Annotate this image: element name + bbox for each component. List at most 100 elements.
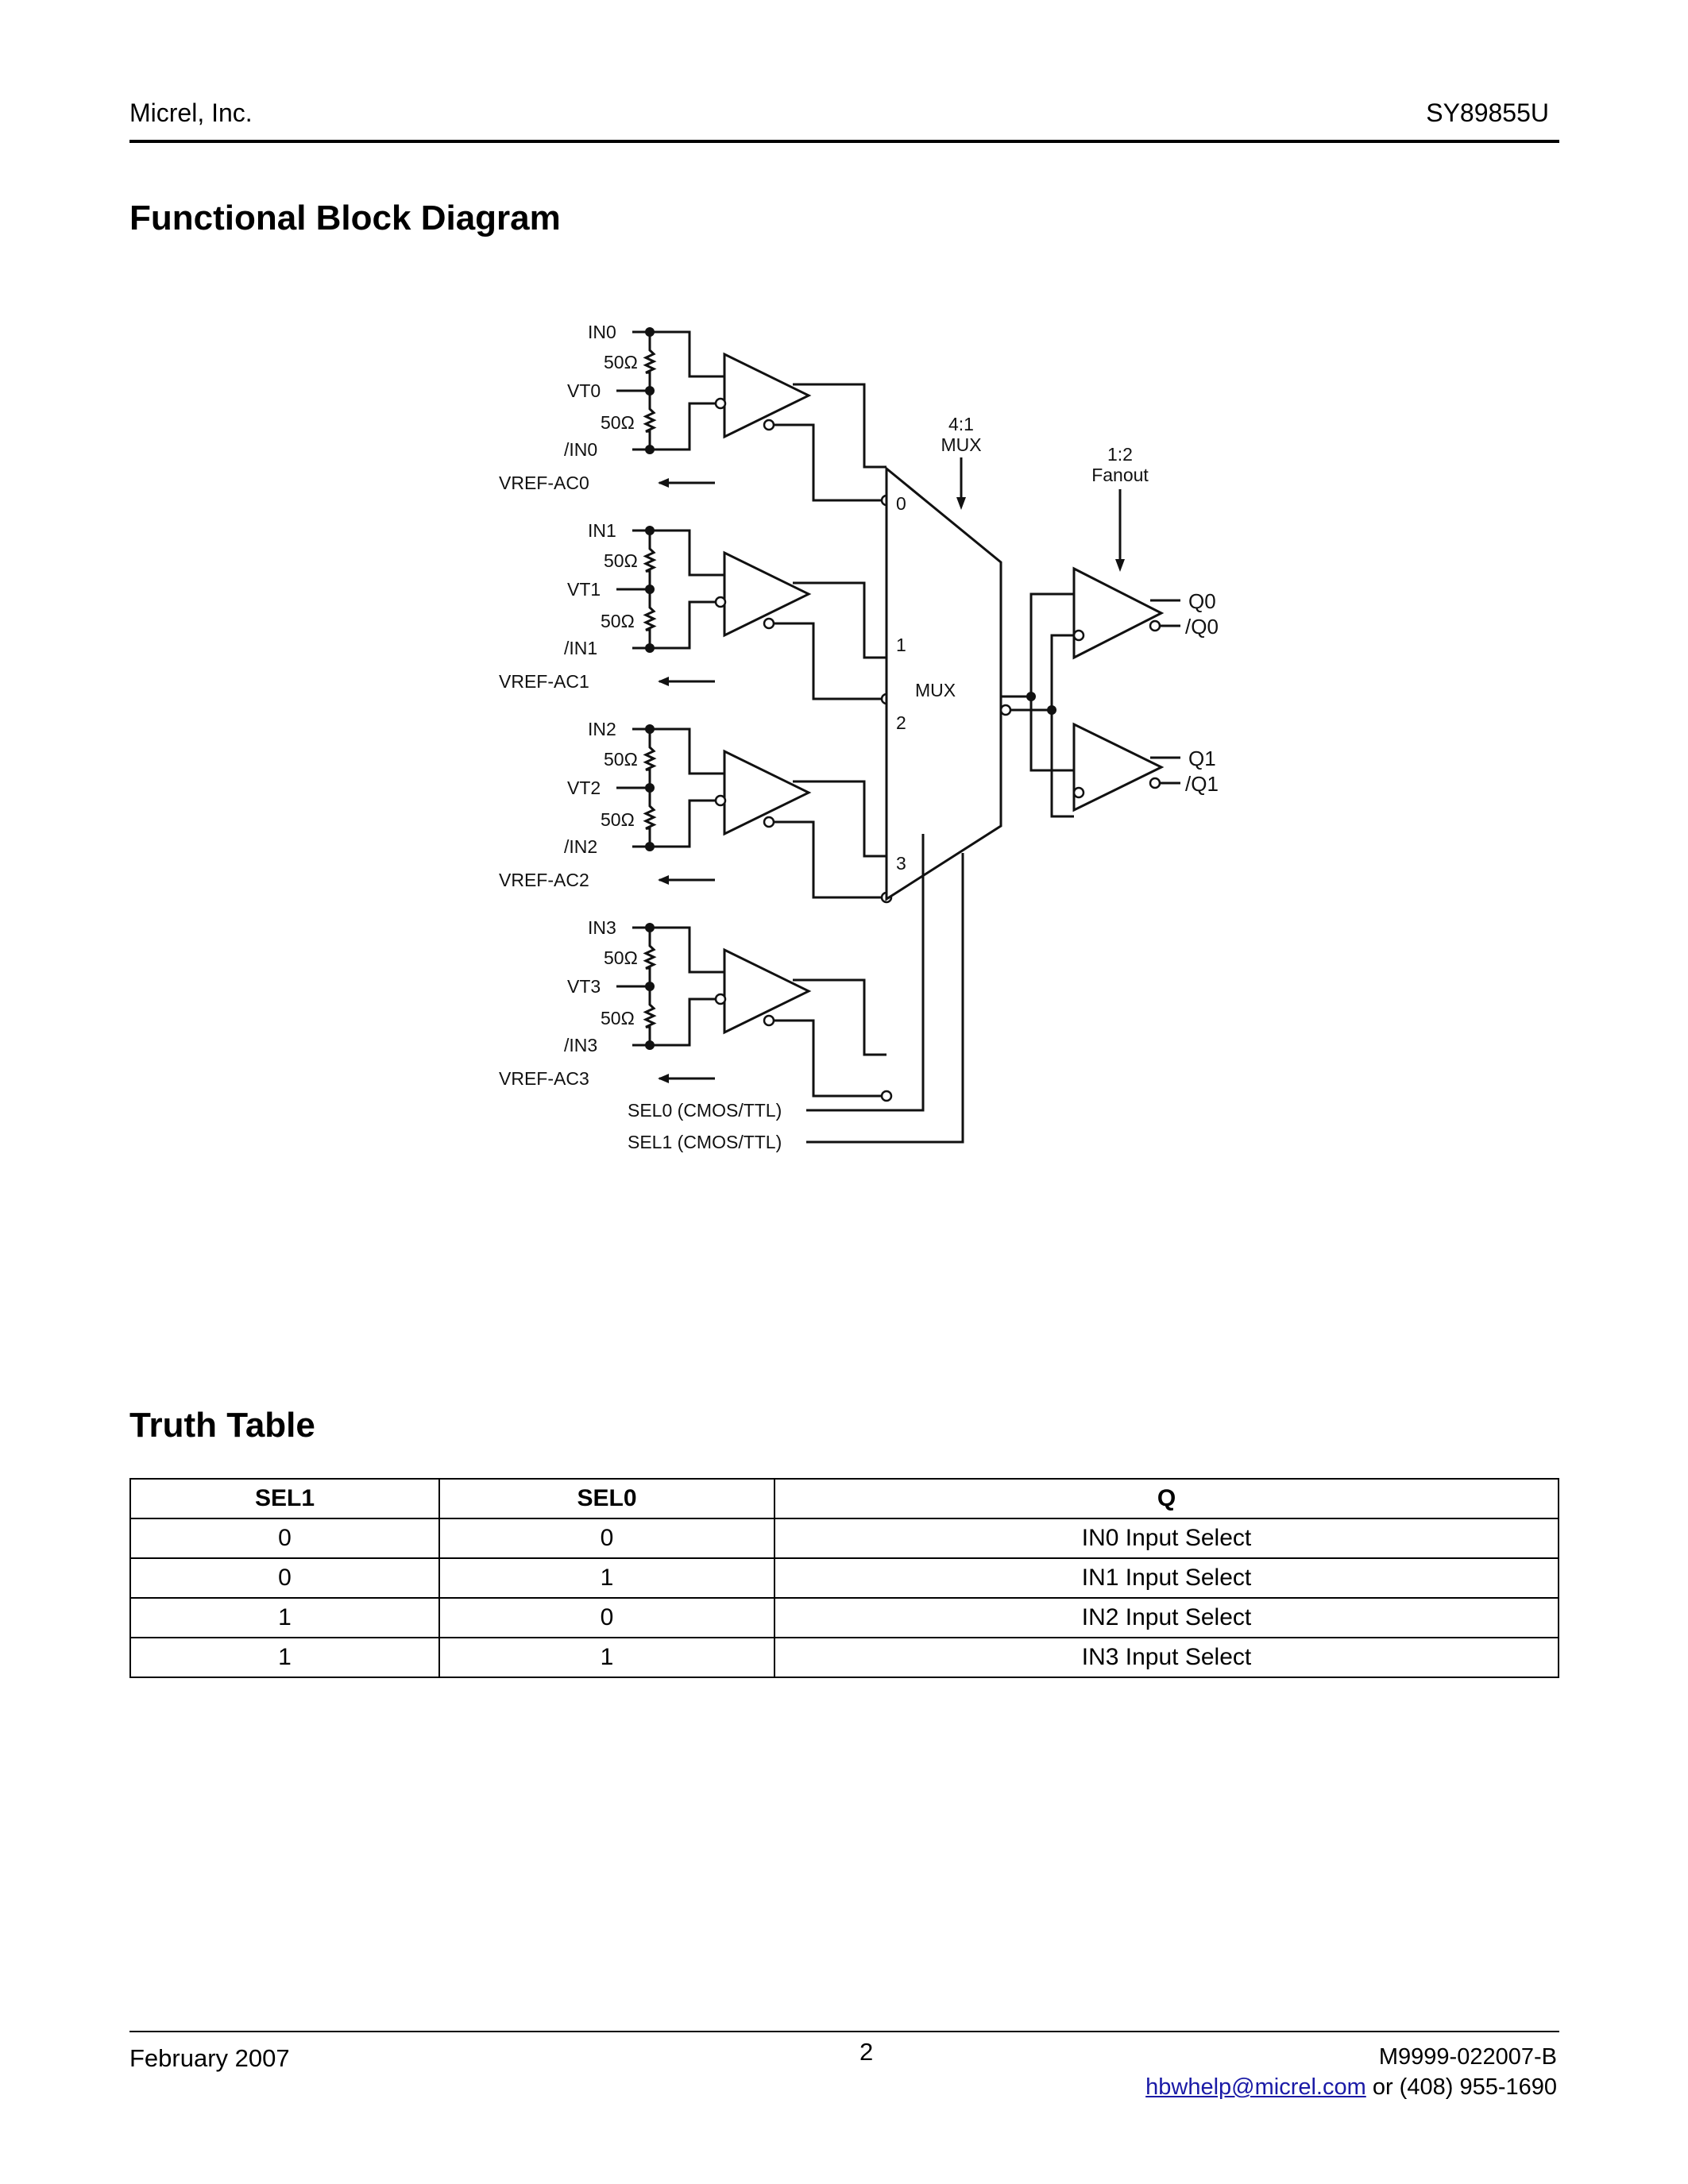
input-buffer	[723, 352, 812, 439]
buffer-comp-output-wire	[774, 423, 882, 502]
wire-junction	[645, 386, 655, 396]
vref-label: VREF-AC2	[499, 870, 589, 890]
functional-block-diagram: IN050ΩVT050Ω/IN0VREF-AC0IN150ΩVT150Ω/IN1…	[499, 322, 1219, 1152]
buffer-neg-input-wire	[650, 402, 724, 451]
cell-q: IN2 Input Select	[774, 1597, 1559, 1638]
vt-label: VT2	[567, 778, 601, 798]
cell-sel0: 1	[438, 1637, 775, 1678]
termination-resistor-top	[643, 531, 657, 589]
resistor-label-top: 50Ω	[604, 550, 638, 571]
cell-sel0: 0	[438, 1597, 775, 1638]
cell-q: IN0 Input Select	[774, 1518, 1559, 1559]
fanout-buffer-q0	[1072, 566, 1165, 660]
mux-label-arrowhead	[956, 497, 966, 510]
cell-q: IN1 Input Select	[774, 1557, 1559, 1599]
buffer-pos-input-wire	[650, 330, 724, 378]
footer-rule	[129, 2031, 1559, 2032]
fanout-label-2: Fanout	[1091, 465, 1149, 485]
resistor-label-top: 50Ω	[604, 947, 638, 968]
mux-top-label-2: MUX	[941, 434, 981, 455]
buffer-neg-input-wire	[650, 600, 724, 650]
resistor-label-bottom: 50Ω	[601, 611, 635, 631]
mux-port-2: 2	[896, 712, 906, 733]
mux-port-1: 1	[896, 635, 906, 655]
buffer-comp-output-wire	[774, 1019, 882, 1098]
input-neg-label: /IN3	[564, 1035, 597, 1055]
cell-sel1: 1	[129, 1637, 440, 1678]
buffer-pos-input-wire	[650, 926, 724, 974]
buffer-invert-bubble	[714, 794, 727, 807]
input-pos-label: IN1	[588, 520, 616, 541]
input-pos-label: IN2	[588, 719, 616, 739]
vt-label: VT1	[567, 579, 601, 600]
output-q1: Q1	[1188, 747, 1216, 770]
termination-resistor-top	[643, 332, 657, 391]
buffer-true-output-wire	[793, 581, 886, 659]
buffer-comp-output-wire	[774, 820, 882, 899]
table-row: 1 1 IN3 Input Select	[129, 1637, 1559, 1678]
diagram-section-title: Functional Block Diagram	[129, 199, 561, 237]
cell-sel1: 1	[129, 1597, 440, 1638]
input-buffer	[723, 749, 812, 836]
termination-resistor-bottom	[643, 391, 657, 450]
vref-arrowhead	[658, 677, 669, 686]
input-pos-label: IN0	[588, 322, 616, 342]
termination-resistor-top	[643, 729, 657, 788]
fanout-q0-input-bubble	[1072, 629, 1085, 642]
footer-contact: hbwhelp@micrel.com or (408) 955-1690	[1145, 2074, 1557, 2101]
resistor-label-bottom: 50Ω	[601, 1008, 635, 1028]
mux-port-0: 0	[896, 493, 906, 514]
vref-arrowhead	[658, 875, 669, 885]
buffer-invert-bubble	[714, 596, 727, 608]
vref-label: VREF-AC0	[499, 473, 589, 493]
vref-label: VREF-AC1	[499, 671, 589, 692]
input-buffer	[723, 947, 812, 1035]
table-row: 0 1 IN1 Input Select	[129, 1557, 1559, 1599]
header-rule	[129, 140, 1559, 143]
table-row: 1 0 IN2 Input Select	[129, 1597, 1559, 1638]
fanout-true-bus	[1029, 592, 1074, 772]
fanout-comp-bus	[1050, 634, 1074, 818]
input-pos-label: IN3	[588, 917, 616, 938]
nq0-output-bubble	[1149, 619, 1161, 632]
vt-label: VT3	[567, 976, 601, 997]
output-nq1: /Q1	[1185, 772, 1219, 796]
truth-table: SEL1 SEL0 Q 0 0 IN0 Input Select 0 1 IN1…	[129, 1478, 1559, 1678]
footer-page-number: 2	[859, 2038, 874, 2066]
mux-port-3: 3	[896, 853, 906, 874]
col-header-sel0: SEL0	[438, 1478, 775, 1519]
buffer-true-output-wire	[793, 978, 886, 1056]
buffer-true-output-wire	[793, 780, 886, 858]
resistor-label-bottom: 50Ω	[601, 809, 635, 830]
input-neg-label: /IN2	[564, 836, 597, 857]
buffer-comp-output-wire	[774, 622, 882, 700]
footer-doc-number: M9999-022007-B	[1378, 2044, 1557, 2070]
input-neg-label: /IN1	[564, 638, 597, 658]
buffer-comp-output-bubble	[763, 617, 775, 630]
resistor-label-top: 50Ω	[604, 749, 638, 770]
fanout-label-arrowhead	[1115, 559, 1125, 572]
fanout-q1-input-bubble	[1072, 786, 1085, 799]
table-row: 0 0 IN0 Input Select	[129, 1518, 1559, 1559]
cell-q: IN3 Input Select	[774, 1637, 1559, 1678]
footer-email-link[interactable]: hbwhelp@micrel.com	[1145, 2074, 1366, 2100]
wire-junction	[645, 585, 655, 594]
cell-sel0: 0	[438, 1518, 775, 1559]
fanout-buffer-q1-visible	[1072, 722, 1165, 812]
col-header-q: Q	[774, 1478, 1559, 1519]
cell-sel1: 0	[129, 1557, 440, 1599]
input-buffer	[723, 550, 812, 638]
buffer-comp-output-bubble	[763, 1014, 775, 1027]
sel1-label: SEL1 (CMOS/TTL)	[628, 1132, 782, 1152]
sel0-wire	[806, 834, 925, 1112]
mux-label: MUX	[915, 680, 956, 700]
cell-sel1: 0	[129, 1518, 440, 1559]
buffer-pos-input-wire	[650, 529, 724, 577]
sel1-wire	[806, 853, 964, 1144]
col-header-sel1: SEL1	[129, 1478, 440, 1519]
cell-sel0: 1	[438, 1557, 775, 1599]
termination-resistor-top	[643, 928, 657, 986]
mux-top-label-1: 4:1	[948, 414, 974, 434]
